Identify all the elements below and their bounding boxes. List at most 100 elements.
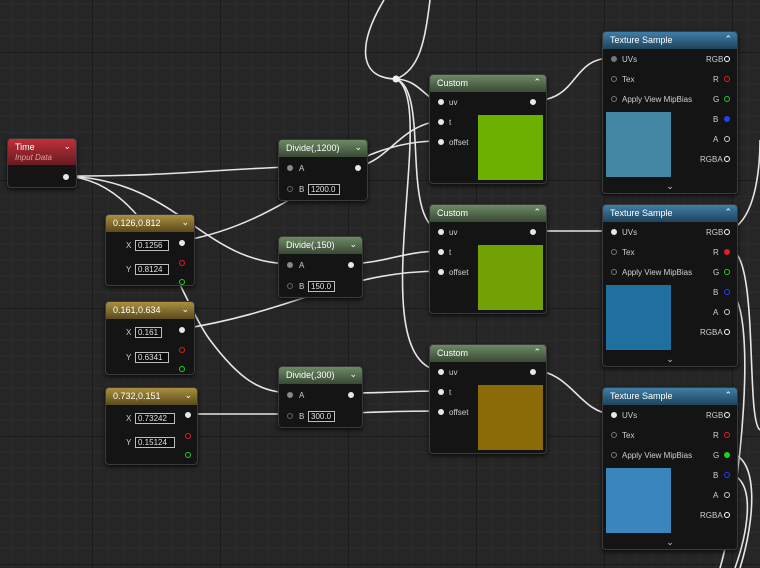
a-output-pin[interactable]	[724, 309, 730, 315]
custom-node-header[interactable]: Custom ⌃	[430, 205, 546, 222]
chevron-up-icon[interactable]: ⌃	[533, 207, 541, 217]
chevron-up-icon[interactable]: ⌃	[533, 347, 541, 357]
custom-output-pin[interactable]	[530, 369, 536, 375]
chevron-up-icon[interactable]: ⌃	[724, 34, 732, 44]
vector-node-3[interactable]: 0.732,0.151 ⌄ X 0.73242 Y 0.15124	[105, 387, 198, 465]
divide-node-2[interactable]: Divide(,150) ⌄ A B 150.0	[278, 236, 363, 298]
uv-input-pin[interactable]	[438, 369, 444, 375]
chevron-down-icon[interactable]: ⌄	[184, 390, 192, 400]
tex-input-pin[interactable]	[611, 249, 617, 255]
x-output-pin[interactable]	[185, 412, 191, 418]
green-output-pin[interactable]	[185, 452, 191, 458]
green-output-pin[interactable]	[179, 279, 185, 285]
texture-node-header[interactable]: Texture Sample ⌃	[603, 32, 737, 49]
chevron-up-icon[interactable]: ⌃	[724, 207, 732, 217]
a-input-pin[interactable]	[287, 392, 293, 398]
b-input-pin[interactable]	[287, 413, 293, 419]
t-input-pin[interactable]	[438, 249, 444, 255]
custom-node-2[interactable]: Custom ⌃ uv t offset	[429, 204, 547, 314]
vector-node-header[interactable]: 0.126,0.812 ⌄	[106, 215, 194, 232]
expand-chevron-icon[interactable]: ⌄	[666, 181, 674, 191]
mipbias-input-pin[interactable]	[611, 269, 617, 275]
tex-input-pin[interactable]	[611, 76, 617, 82]
chevron-down-icon[interactable]: ⌄	[354, 142, 362, 152]
rgb-output-pin[interactable]	[724, 412, 730, 418]
divide-output-pin[interactable]	[348, 392, 354, 398]
vector-node-header[interactable]: 0.732,0.151 ⌄	[106, 388, 197, 405]
uvs-input-pin[interactable]	[611, 412, 617, 418]
chevron-down-icon[interactable]: ⌄	[181, 217, 189, 227]
b-output-pin[interactable]	[724, 116, 730, 122]
uvs-input-pin[interactable]	[611, 229, 617, 235]
custom-node-header[interactable]: Custom ⌃	[430, 75, 546, 92]
x-field[interactable]: 0.161	[135, 327, 162, 338]
expand-chevron-icon[interactable]: ⌄	[666, 354, 674, 364]
uvs-input-pin[interactable]	[611, 56, 617, 62]
chevron-down-icon[interactable]: ⌄	[181, 304, 189, 314]
texture-sample-node-2[interactable]: Texture Sample ⌃ UVs Tex Apply View MipB…	[602, 204, 738, 367]
divide-node-header[interactable]: Divide(,1200) ⌄	[279, 140, 367, 157]
x-output-pin[interactable]	[179, 240, 185, 246]
x-field[interactable]: 0.73242	[135, 413, 175, 424]
red-output-pin[interactable]	[179, 347, 185, 353]
g-output-pin[interactable]	[724, 96, 730, 102]
rgba-output-pin[interactable]	[724, 329, 730, 335]
x-field[interactable]: 0.1256	[135, 240, 169, 251]
r-output-pin[interactable]	[724, 432, 730, 438]
g-output-pin[interactable]	[724, 452, 730, 458]
chevron-down-icon[interactable]: ⌄	[63, 141, 71, 151]
texture-node-header[interactable]: Texture Sample ⌃	[603, 388, 737, 405]
custom-node-header[interactable]: Custom ⌃	[430, 345, 546, 362]
a-output-pin[interactable]	[724, 136, 730, 142]
b-field[interactable]: 300.0	[308, 411, 335, 422]
y-field[interactable]: 0.6341	[135, 352, 169, 363]
vector-node-header[interactable]: 0.161,0.634 ⌄	[106, 302, 194, 319]
b-field[interactable]: 150.0	[308, 281, 335, 292]
offset-input-pin[interactable]	[438, 269, 444, 275]
divide-output-pin[interactable]	[355, 165, 361, 171]
t-input-pin[interactable]	[438, 119, 444, 125]
a-output-pin[interactable]	[724, 492, 730, 498]
a-input-pin[interactable]	[287, 165, 293, 171]
b-output-pin[interactable]	[724, 289, 730, 295]
expand-chevron-icon[interactable]: ⌄	[666, 537, 674, 547]
uv-input-pin[interactable]	[438, 229, 444, 235]
offset-input-pin[interactable]	[438, 139, 444, 145]
time-node[interactable]: Time Input Data ⌄	[7, 138, 77, 188]
red-output-pin[interactable]	[179, 260, 185, 266]
x-output-pin[interactable]	[179, 327, 185, 333]
custom-node-3[interactable]: Custom ⌃ uv t offset	[429, 344, 547, 454]
vector-node-1[interactable]: 0.126,0.812 ⌄ X 0.1256 Y 0.8124	[105, 214, 195, 286]
texture-sample-node-3[interactable]: Texture Sample ⌃ UVs Tex Apply View MipB…	[602, 387, 738, 550]
red-output-pin[interactable]	[185, 433, 191, 439]
time-node-header[interactable]: Time Input Data ⌄	[8, 139, 76, 165]
rgb-output-pin[interactable]	[724, 229, 730, 235]
g-output-pin[interactable]	[724, 269, 730, 275]
chevron-down-icon[interactable]: ⌄	[349, 239, 357, 249]
custom-node-1[interactable]: Custom ⌃ uv t offset	[429, 74, 547, 184]
b-output-pin[interactable]	[724, 472, 730, 478]
a-input-pin[interactable]	[287, 262, 293, 268]
t-input-pin[interactable]	[438, 389, 444, 395]
b-field[interactable]: 1200.0	[308, 184, 340, 195]
tex-input-pin[interactable]	[611, 432, 617, 438]
b-input-pin[interactable]	[287, 283, 293, 289]
custom-output-pin[interactable]	[530, 99, 536, 105]
divide-node-1[interactable]: Divide(,1200) ⌄ A B 1200.0	[278, 139, 368, 201]
texture-node-header[interactable]: Texture Sample ⌃	[603, 205, 737, 222]
output-pin[interactable]	[63, 174, 69, 180]
b-input-pin[interactable]	[287, 186, 293, 192]
rgb-output-pin[interactable]	[724, 56, 730, 62]
vector-node-2[interactable]: 0.161,0.634 ⌄ X 0.161 Y 0.6341	[105, 301, 195, 375]
mipbias-input-pin[interactable]	[611, 96, 617, 102]
divide-node-header[interactable]: Divide(,150) ⌄	[279, 237, 362, 254]
y-field[interactable]: 0.15124	[135, 437, 175, 448]
r-output-pin[interactable]	[724, 76, 730, 82]
divide-output-pin[interactable]	[348, 262, 354, 268]
texture-sample-node-1[interactable]: Texture Sample ⌃ UVs Tex Apply View MipB…	[602, 31, 738, 194]
custom-output-pin[interactable]	[530, 229, 536, 235]
green-output-pin[interactable]	[179, 366, 185, 372]
rgba-output-pin[interactable]	[724, 512, 730, 518]
rgba-output-pin[interactable]	[724, 156, 730, 162]
divide-node-3[interactable]: Divide(,300) ⌄ A B 300.0	[278, 366, 363, 428]
